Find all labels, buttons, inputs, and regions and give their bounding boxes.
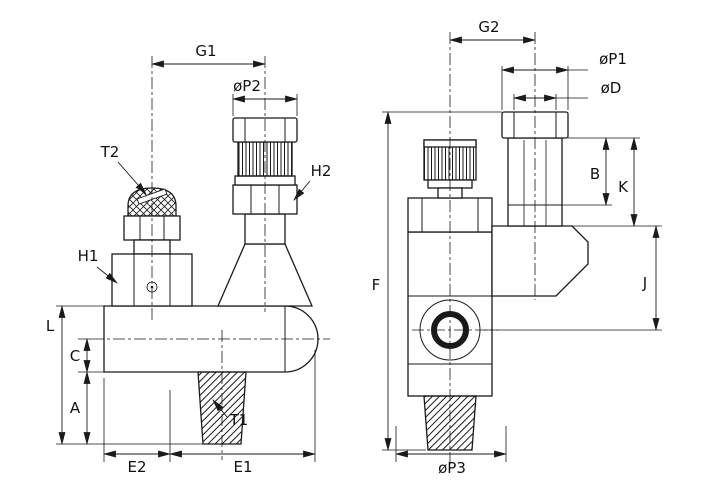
dim-j: J xyxy=(484,224,662,332)
dim-g1: G1 xyxy=(150,42,267,68)
left-view: G1 øP2 T2 H2 H1 L xyxy=(46,42,332,476)
hex-nut-facets xyxy=(133,254,171,306)
dim-label-h2: H2 xyxy=(311,162,332,180)
elbow-outline xyxy=(491,225,589,297)
dim-label-t1: T1 xyxy=(229,411,249,429)
dim-label-e1: E1 xyxy=(233,458,252,476)
dim-e2-e1: E2 E1 xyxy=(102,350,317,476)
dim-t1: T1 xyxy=(212,399,249,429)
dim-label-f: F xyxy=(372,276,381,294)
dim-e-ext xyxy=(103,350,316,462)
barrel-outline xyxy=(103,305,319,373)
fitting-cap-inner-lines xyxy=(244,118,286,142)
dim-t2-leader xyxy=(117,161,147,195)
dim-label-h1: H1 xyxy=(78,247,99,265)
dim-label-g2: G2 xyxy=(478,18,499,36)
thread-stud-bottom xyxy=(423,395,477,451)
dim-b-ext xyxy=(562,137,640,206)
dim-a: A xyxy=(70,370,91,446)
dim-p2: øP2 xyxy=(231,77,299,116)
dim-label-a: A xyxy=(70,399,81,417)
right-elbow xyxy=(491,225,589,297)
dim-label-l: L xyxy=(46,317,55,335)
dim-c: C xyxy=(70,337,104,374)
dim-label-d: øD xyxy=(601,79,622,97)
fitting2-bore-lines xyxy=(523,140,547,226)
dim-h2-leader xyxy=(293,180,311,201)
dim-t2: T2 xyxy=(100,143,147,195)
dim-h2: H2 xyxy=(293,162,332,201)
left-centerlines xyxy=(92,56,330,460)
locknut-facets xyxy=(139,216,165,240)
dim-b: B xyxy=(562,136,640,207)
body-upper-facets xyxy=(421,198,479,232)
right-dimensions: G2 øP1 øD B K xyxy=(372,18,662,477)
dim-label-p3: øP3 xyxy=(438,459,466,477)
dim-label-p2: øP2 xyxy=(233,77,261,95)
dim-f: F xyxy=(372,110,502,452)
dim-l: L xyxy=(46,304,203,446)
left-dimensions: G1 øP2 T2 H2 H1 L xyxy=(46,42,332,476)
right-thread-stud xyxy=(423,395,477,451)
dim-label-j: J xyxy=(642,274,647,292)
dim-label-c: C xyxy=(70,347,80,365)
dim-label-k: K xyxy=(618,178,629,196)
dim-g2: G2 xyxy=(448,18,537,44)
fitting-hex-facets xyxy=(250,185,280,214)
dim-c-ext xyxy=(78,338,104,373)
dim-label-g1: G1 xyxy=(195,42,216,60)
dim-p1: øP1 xyxy=(500,50,627,110)
dim-t1-leader xyxy=(212,399,228,418)
dim-label-b: B xyxy=(590,165,600,183)
dim-h1-leader xyxy=(96,266,118,284)
dim-h1: H1 xyxy=(78,247,118,284)
right-centerlines xyxy=(412,32,536,466)
screw-slot xyxy=(136,188,168,205)
dim-d: øD xyxy=(512,79,622,110)
dim-label-e2: E2 xyxy=(127,458,146,476)
dim-label-t2: T2 xyxy=(100,143,120,161)
dim-k: K xyxy=(572,136,662,228)
dim-p3: øP3 xyxy=(394,426,508,477)
right-view: G2 øP1 øD B K xyxy=(372,18,662,477)
fitting2-cap-inner-lines xyxy=(513,112,557,138)
dim-label-p1: øP1 xyxy=(599,50,627,68)
